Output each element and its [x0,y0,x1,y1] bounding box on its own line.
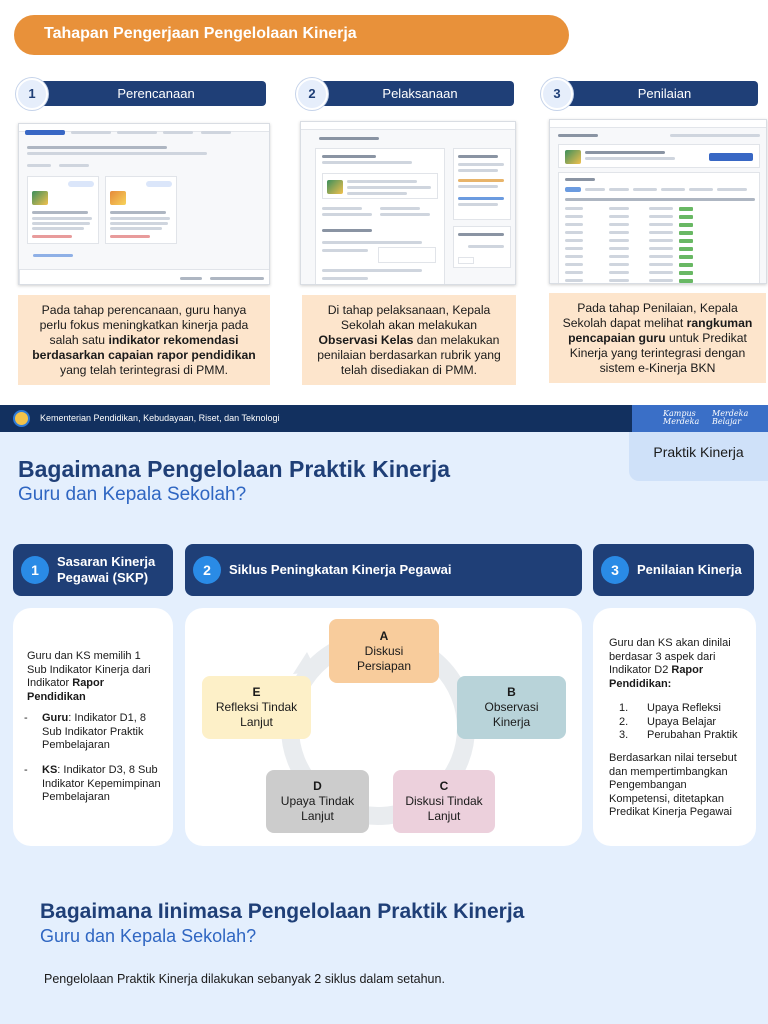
desc-bold: indikator rekomendasi berdasarkan capaia… [32,333,256,362]
stage-number: 1 [16,78,48,110]
penilaian-table [558,172,760,283]
logo-line: Kampus [663,409,696,418]
penilaian-intro-bold: Rapor Pendidikan: [609,664,704,690]
cycle-letter: B [507,685,516,699]
stage-number: 3 [541,78,573,110]
cycle-label: Diskusi Persiapan [356,643,412,673]
timeline-subtitle: Guru dan Kepala Sekolah? [40,926,257,946]
penilaian-screenshot [549,119,767,284]
column-number: 2 [193,556,221,584]
skp-item-ks: - KS: Indikator D3, 8 Sub Indikator Kepe… [24,764,161,803]
cycle-node-b: B Observasi Kinerja [457,676,566,739]
cycle-label: Observasi Kinerja [484,700,539,729]
stages-section: Tahapan Pengerjaan Pengelolaan Kinerja 1… [0,0,768,405]
perencanaan-description: Pada tahap perencanaan, guru hanya perlu… [18,295,270,385]
cycle-label: Refleksi Tindak Lanjut [215,700,298,729]
skp-item-bold: Guru [42,712,69,724]
desc-bold: Observasi Kelas [318,333,414,347]
penilaian-outro: Berdasarkan nilai tersebut dan mempertim… [609,752,737,818]
stage-perencanaan: 1 Perencanaan [16,78,266,110]
penilaian-list: 1.Upaya Refleksi 2.Upaya Belajar 3.Perub… [619,702,749,743]
desc-text: untuk Predikat Kinerja yang terintegrasi… [569,331,747,375]
pelaksanaan-screenshot [300,121,516,285]
penilaian-description: Pada tahap Penilaian, Kepala Sekolah dap… [549,293,766,383]
penilaian-list-item: 1.Upaya Refleksi [619,702,721,714]
stages-banner-title: Tahapan Pengerjaan Pengelolaan Kinerja [44,25,357,42]
logo-line: Belajar [712,417,742,426]
column-label: Sasaran Kinerja Pegawai (SKP) [57,554,156,585]
desc-text: dan melakukan penilaian berdasarkan rubr… [317,333,501,377]
column-label: Penilaian Kinerja [637,562,742,577]
cycle-label: Diskusi Tindak Lanjut [405,794,483,823]
column-header-skp: 1 Sasaran Kinerja Pegawai (SKP) [13,544,173,596]
desc-text: Pada tahap perencanaan, guru hanya perlu… [39,303,249,347]
desc-text: Pada tahap Penilaian, Kepala Sekolah dap… [562,301,738,330]
stage-penilaian: 3 Penilaian [541,78,758,110]
stage-pelaksanaan: 2 Pelaksanaan [296,78,514,110]
skp-item-text: : Indikator D3, 8 Sub Indikator Kepemimp… [42,764,161,803]
logo-line: Merdeka [663,417,700,426]
stage-number: 2 [296,78,328,110]
skp-item-guru: - Guru: Indikator D1, 8 Sub Indikator Pr… [24,712,146,751]
penilaian-item-text: Perubahan Praktik [647,729,738,741]
penilaian-item-text: Upaya Belajar [647,715,717,728]
skp-intro: Guru dan KS memilih 1 Sub Indikator Kine… [27,650,151,689]
cycle-node-a: A Diskusi Persiapan [329,619,439,683]
cycle-card: A Diskusi Persiapan B Observasi Kinerja … [185,608,582,846]
skp-card: Guru dan KS memilih 1 Sub Indikator Kine… [13,608,173,846]
section-title: Bagaimana Pengelolaan Praktik Kinerja [18,456,451,482]
program-logos-bar [632,405,768,432]
desc-text: yang telah terintegrasi di PMM. [60,363,228,377]
desc-text: Di tahap pelaksanaan, Kepala Sekolah aka… [327,303,491,332]
timeline-title: Bagaimana Iinimasa Pengelolaan Praktik K… [40,900,525,923]
penilaian-intro: Guru dan KS akan dinilai berdasar 3 aspe… [609,637,731,676]
section-subtitle: Guru dan Kepala Sekolah? [18,484,247,505]
cycle-letter: C [439,779,449,793]
stage-label: Pelaksanaan [312,81,514,106]
penilaian-item-text: Upaya Refleksi [647,702,721,714]
column-header-penilaian: 3 Penilaian Kinerja [593,544,754,596]
logo-line: Merdeka [712,409,749,418]
stages-banner: Tahapan Pengerjaan Pengelolaan Kinerja [14,15,569,55]
ministry-name: Kementerian Pendidikan, Kebudayaan, Rise… [40,413,280,423]
cycle-label: Upaya Tindak Lanjut [280,794,355,823]
perencanaan-screenshot [18,123,270,285]
stage-label: Penilaian [557,81,758,106]
column-number: 1 [21,556,49,584]
section-tab: Praktik Kinerja [629,432,768,481]
pelaksanaan-description: Di tahap pelaksanaan, Kepala Sekolah aka… [302,295,516,385]
column-header-siklus: 2 Siklus Peningkatan Kinerja Pegawai [185,544,582,596]
stage-label: Perencanaan [32,81,266,106]
penilaian-list-item: 3.Perubahan Praktik [619,729,738,741]
desc-bold: rangkuman pencapaian guru [568,316,753,345]
merdeka-belajar-logo: Merdeka Belajar [712,410,748,426]
penilaian-list-item: 2.Upaya Belajar [619,715,717,728]
column-label: Siklus Peningkatan Kinerja Pegawai [229,562,452,577]
cycle-node-d: D Upaya Tindak Lanjut [266,770,369,833]
column-number: 3 [601,556,629,584]
cycle-letter: A [379,628,389,643]
penilaian-card: Guru dan KS akan dinilai berdasar 3 aspe… [593,608,756,846]
cycle-node-e: E Refleksi Tindak Lanjut [202,676,311,739]
timeline-text: Pengelolaan Praktik Kinerja dilakukan se… [44,972,445,986]
skp-item-bold: KS [42,764,58,776]
cycle-letter: D [313,779,322,793]
cycle-node-c: C Diskusi Tindak Lanjut [393,770,495,833]
cycle-letter: E [252,685,261,699]
skp-item-text: : Indikator D1, 8 Sub Indikator Praktik … [42,712,146,751]
kampus-merdeka-logo: Kampus Merdeka [663,410,699,426]
ministry-logo-icon [13,410,30,427]
skp-intro-bold: Rapor Pendidikan [27,677,105,703]
